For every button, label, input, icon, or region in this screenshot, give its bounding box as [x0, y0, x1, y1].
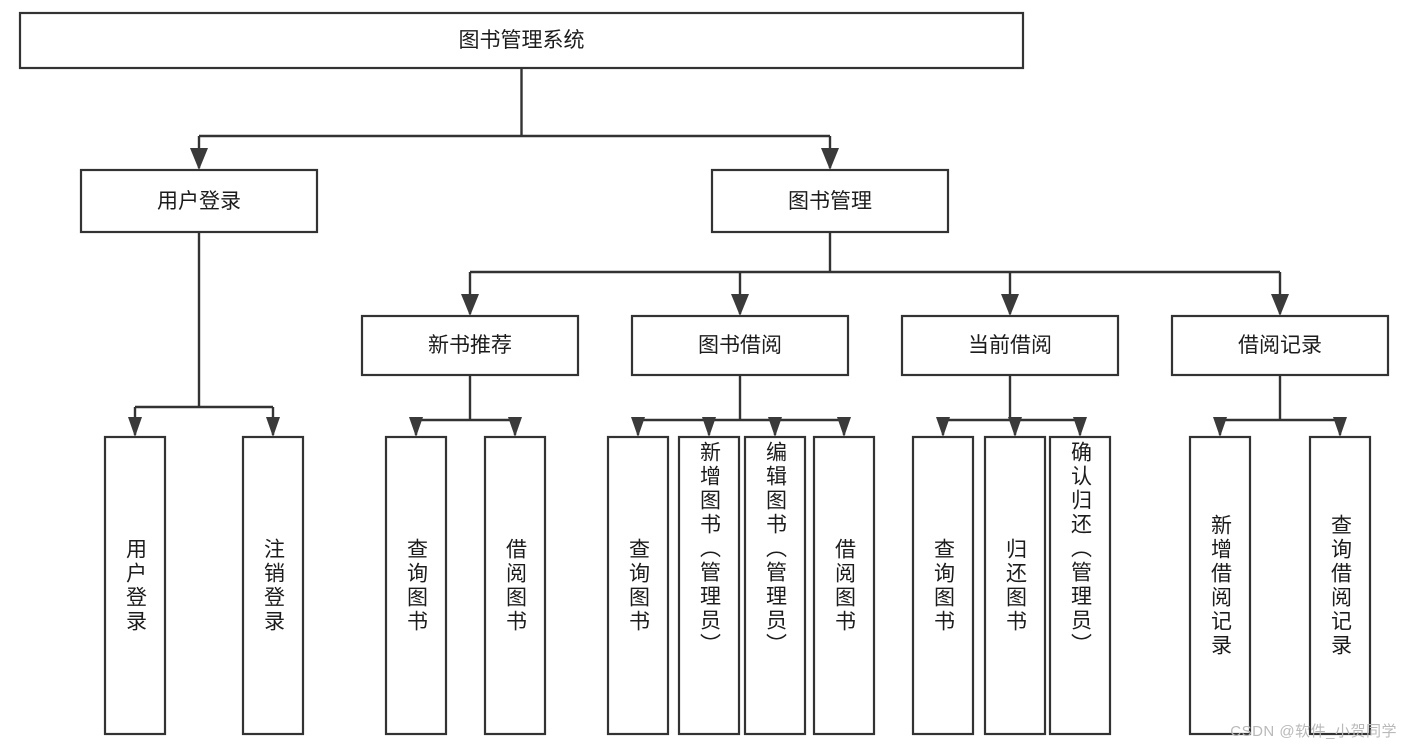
watermark-text: CSDN @软件_小贺同学	[1230, 723, 1397, 740]
leaf-box-9[interactable]	[983, 435, 1047, 736]
arrow-level3-0	[461, 294, 479, 316]
leaf-box-1[interactable]	[241, 435, 305, 736]
leaf-box-2[interactable]	[384, 435, 448, 736]
arrow-level3-3	[1271, 294, 1289, 316]
leaf-box-6[interactable]	[743, 435, 807, 736]
arrow-level2-1	[821, 148, 839, 170]
arrow-level2-0	[190, 148, 208, 170]
level3-box-1[interactable]	[630, 314, 850, 377]
arrow-leaf-2-1	[702, 417, 716, 437]
leaf-box-3[interactable]	[483, 435, 547, 736]
leaf-box-11[interactable]	[1188, 435, 1252, 736]
arrow-leaf-3-1	[1008, 417, 1022, 437]
arrow-leaf-0-1	[266, 417, 280, 437]
arrow-leaf-1-0	[409, 417, 423, 437]
arrow-level3-2	[1001, 294, 1019, 316]
arrow-leaf-1-1	[508, 417, 522, 437]
level2-box-0[interactable]	[79, 168, 319, 234]
arrow-leaf-2-2	[768, 417, 782, 437]
arrow-leaf-3-2	[1073, 417, 1087, 437]
leaf-box-10[interactable]	[1048, 435, 1112, 736]
arrow-leaf-4-1	[1333, 417, 1347, 437]
level3-box-0[interactable]	[360, 314, 580, 377]
leaf-box-0[interactable]	[103, 435, 167, 736]
level3-box-2[interactable]	[900, 314, 1120, 377]
arrow-leaf-0-0	[128, 417, 142, 437]
leaf-box-12[interactable]	[1308, 435, 1372, 736]
arrow-leaf-4-0	[1213, 417, 1227, 437]
leaf-box-7[interactable]	[812, 435, 876, 736]
arrow-leaf-3-0	[936, 417, 950, 437]
leaf-box-4[interactable]	[606, 435, 670, 736]
arrow-leaf-2-3	[837, 417, 851, 437]
leaf-box-8[interactable]	[911, 435, 975, 736]
level3-box-3[interactable]	[1170, 314, 1390, 377]
connector-layer	[128, 68, 1347, 437]
root-box-0[interactable]	[18, 11, 1025, 70]
level2-box-1[interactable]	[710, 168, 950, 234]
arrow-level3-1	[731, 294, 749, 316]
leaf-box-5[interactable]	[677, 435, 741, 736]
box-layer	[18, 11, 1390, 736]
arrow-leaf-2-0	[631, 417, 645, 437]
